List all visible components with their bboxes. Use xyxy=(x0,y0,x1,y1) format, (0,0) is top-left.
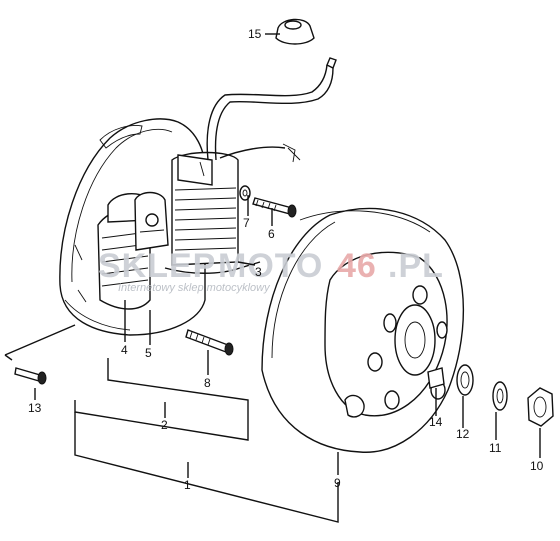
watermark: SKLEP MOTO 46 .PL Internetowy sklep moto… xyxy=(98,247,444,294)
callout-3: 3 xyxy=(255,265,262,279)
callout-1: 1 xyxy=(184,478,191,492)
screw-13 xyxy=(14,367,47,385)
key-14 xyxy=(427,367,445,389)
leader-lines xyxy=(4,33,541,523)
callout-12: 12 xyxy=(456,427,470,441)
callout-10: 10 xyxy=(530,459,544,473)
callout-13: 13 xyxy=(28,401,42,415)
flywheel-rotor xyxy=(261,207,465,453)
watermark-brand-mid: MOTO xyxy=(218,247,323,285)
callout-2: 2 xyxy=(161,418,168,432)
coil-bracket xyxy=(164,261,261,274)
wire-harness xyxy=(206,57,337,163)
lock-washer-11 xyxy=(492,381,508,411)
watermark-brand-tld: .PL xyxy=(388,247,444,285)
screw-6 xyxy=(252,197,297,218)
pickup-coil xyxy=(134,191,169,251)
callout-11: 11 xyxy=(489,441,502,455)
screw-8 xyxy=(185,329,234,356)
callout-4: 4 xyxy=(121,343,128,357)
callout-9: 9 xyxy=(334,476,341,490)
wire-grommet xyxy=(275,18,315,45)
charging-coil xyxy=(171,151,239,266)
callout-14: 14 xyxy=(429,415,443,429)
washer-12 xyxy=(456,364,474,396)
callout-8: 8 xyxy=(204,376,211,390)
callout-15: 15 xyxy=(248,27,262,41)
callout-numbers: 15 7 6 3 4 5 8 13 2 14 12 11 10 1 9 xyxy=(28,27,544,492)
watermark-brand-num: 46 xyxy=(337,247,377,285)
callout-5: 5 xyxy=(145,346,152,360)
nut-10 xyxy=(527,387,554,427)
watermark-brand-left: SKLEP xyxy=(98,247,216,285)
callout-6: 6 xyxy=(268,227,275,241)
callout-7: 7 xyxy=(243,216,250,230)
watermark-tagline: Internetowy sklep motocyklowy xyxy=(118,282,271,294)
